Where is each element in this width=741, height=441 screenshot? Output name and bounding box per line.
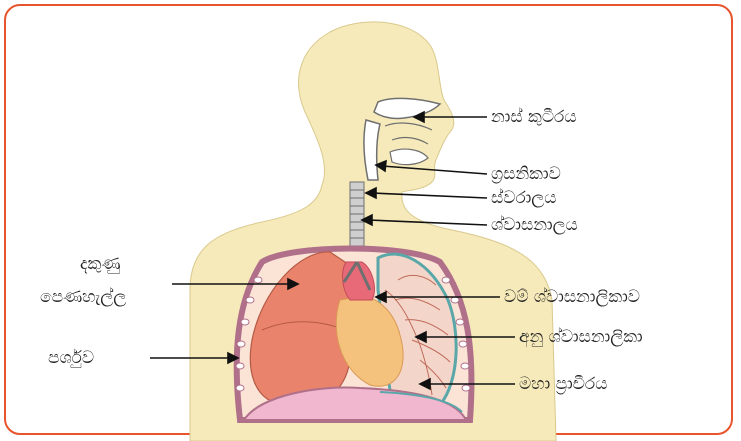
label-pharynx: ග්‍රසනිකාව xyxy=(491,164,561,184)
label-right-lung-line2: පෙණහැල්ල xyxy=(40,287,126,307)
label-right-lung-line1: දකුණු xyxy=(80,254,120,274)
label-bronchiole: අනු ශ්වාසනාලිකා xyxy=(519,327,643,347)
label-nasal-cavity: නාස් කුටීරය xyxy=(491,107,577,127)
label-rib: පර්ශුව xyxy=(48,348,94,368)
label-larynx: ස්වරාලය xyxy=(491,188,557,208)
label-trachea: ශ්වාසනාලය xyxy=(491,215,578,235)
label-diaphragm: මහා ප්‍රාචීරය xyxy=(519,374,607,394)
label-left-bronchus: වම් ශ්වාසනාලිකාව xyxy=(504,287,640,307)
